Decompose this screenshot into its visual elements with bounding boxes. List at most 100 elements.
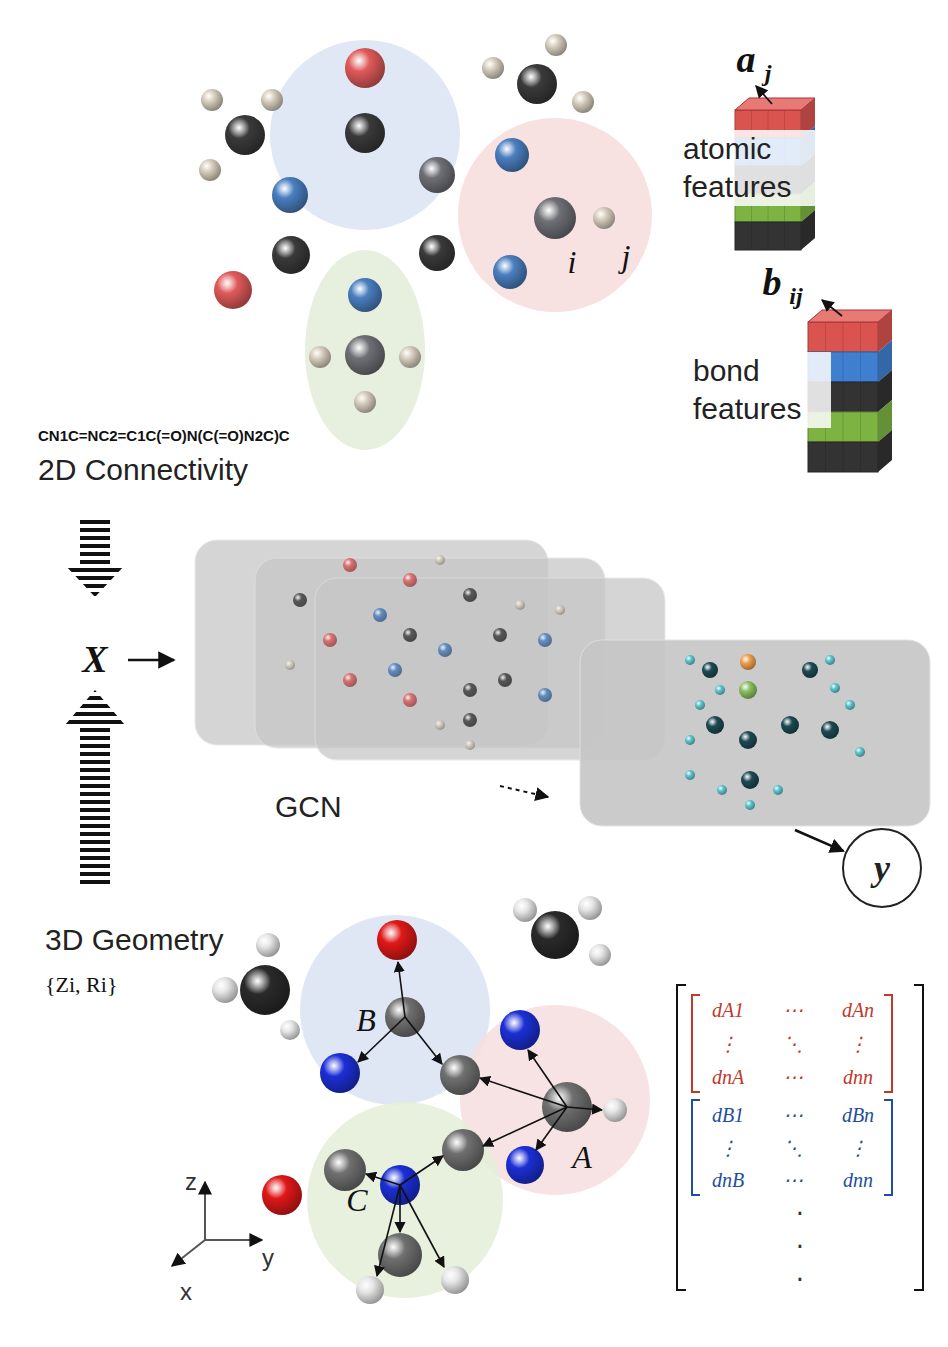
faint-atom — [498, 673, 512, 687]
atomic-feature-stack — [801, 210, 815, 250]
matrix-entry: dBn — [842, 1104, 874, 1127]
faint-atom — [373, 608, 387, 622]
atom-sphere — [399, 346, 421, 368]
faint-atom — [465, 740, 475, 750]
matrix-entry: ⋮ — [848, 1137, 868, 1160]
top-region-blue — [270, 40, 460, 230]
atom-sphere — [513, 898, 537, 922]
matrix-entry: ⋱ — [783, 1137, 803, 1160]
atom-sphere — [240, 965, 290, 1015]
text-label: y — [262, 1244, 274, 1272]
output-atom — [706, 716, 724, 734]
atom-sphere — [506, 1146, 544, 1184]
atom-sphere — [500, 1010, 540, 1050]
atomic-feature-stack — [784, 222, 785, 250]
text-label: b — [763, 261, 782, 305]
top-region-pink — [458, 118, 652, 312]
faint-atom — [463, 713, 477, 727]
atomic-feature-stack — [751, 222, 752, 250]
matrix-bracket — [884, 995, 892, 1092]
output-atom — [685, 735, 695, 745]
matrix-bracket — [677, 985, 686, 1290]
atom-sphere — [214, 271, 252, 309]
matrix-entry: dAn — [842, 999, 874, 1022]
atom-sphere — [201, 89, 223, 111]
atom-label: A — [572, 1139, 592, 1176]
striped-arrow-up — [65, 690, 125, 888]
output-circle: y — [842, 828, 922, 908]
bond-feature-stack — [808, 322, 878, 352]
distance-vector — [366, 1174, 400, 1185]
atom-sphere — [578, 896, 602, 920]
distance-vector — [536, 1107, 567, 1150]
text-label: {Zi, Ri} — [45, 972, 117, 997]
atomic-feature-stack — [735, 98, 815, 110]
text-label: · — [796, 1266, 804, 1296]
output-atom — [685, 655, 695, 665]
faint-atom — [343, 558, 357, 572]
bond-feature-stack — [808, 310, 892, 322]
atom-sphere — [589, 944, 611, 966]
atom-label: B — [356, 1002, 376, 1039]
atom-sphere — [272, 236, 310, 274]
matrix-entry: ⋮ — [848, 1033, 868, 1056]
gcn-layer-plane — [580, 640, 930, 826]
text-label: 3D Geometry — [45, 923, 223, 958]
text-label: x — [180, 1278, 192, 1306]
matrix-entry: ⋯ — [783, 1066, 803, 1089]
atom-sphere — [354, 391, 376, 413]
dotted-arrow — [500, 786, 548, 797]
distance-vector — [483, 1107, 567, 1146]
axis-arrow — [205, 1239, 262, 1241]
matrix-entry: ⋯ — [783, 999, 803, 1022]
bond-feature-stack — [843, 352, 844, 382]
distance-vector — [480, 1078, 567, 1107]
output-atom — [830, 683, 840, 693]
matrix-entry: ⋯ — [783, 1104, 803, 1127]
faint-atom — [435, 720, 445, 730]
top-region-green — [305, 250, 425, 450]
atom-sphere — [225, 115, 265, 155]
atom-sphere — [356, 1276, 384, 1304]
atom-sphere — [309, 346, 331, 368]
atom-sphere — [419, 157, 455, 193]
output-atom — [717, 785, 727, 795]
faint-atom — [285, 660, 295, 670]
striped-arrow-down — [65, 517, 125, 597]
matrix-bracket — [884, 1100, 892, 1195]
bond-feature-stack — [808, 442, 878, 472]
bottom-region-green — [307, 1102, 503, 1298]
atom-sphere — [280, 1020, 300, 1040]
atom-sphere — [199, 159, 221, 181]
faint-atom — [463, 683, 477, 697]
bond-feature-stack — [825, 442, 826, 472]
text-label: j — [765, 60, 772, 88]
feature-label: atomic features — [680, 130, 821, 206]
input-arrow — [128, 659, 174, 662]
matrix-entry: ⋯ — [783, 1169, 803, 1192]
atomic-feature-stack — [768, 222, 769, 250]
output-atom — [773, 785, 783, 795]
faint-atom — [293, 593, 307, 607]
matrix-bracket — [914, 985, 923, 1290]
faint-atom — [493, 628, 507, 642]
atom-sphere — [493, 255, 527, 289]
text-label: 2D Connectivity — [38, 453, 248, 488]
atom-sphere — [272, 177, 308, 213]
feature-pointer — [756, 86, 772, 104]
text-label: ij — [789, 283, 802, 311]
bottom-region-blue — [300, 915, 490, 1105]
atom-sphere — [256, 933, 280, 957]
text-label: z — [185, 1168, 197, 1196]
node-text: y — [844, 830, 920, 906]
matrix-entry: dA1 — [712, 999, 744, 1022]
distance-vector — [398, 962, 405, 1017]
atom-sphere — [545, 34, 567, 56]
output-atom — [745, 800, 755, 810]
matrix-entry: ⋮ — [718, 1137, 738, 1160]
output-atom — [739, 681, 757, 699]
matrix-bracket — [692, 995, 700, 1092]
atom-sphere — [419, 235, 455, 271]
atom-sphere — [262, 1175, 302, 1215]
